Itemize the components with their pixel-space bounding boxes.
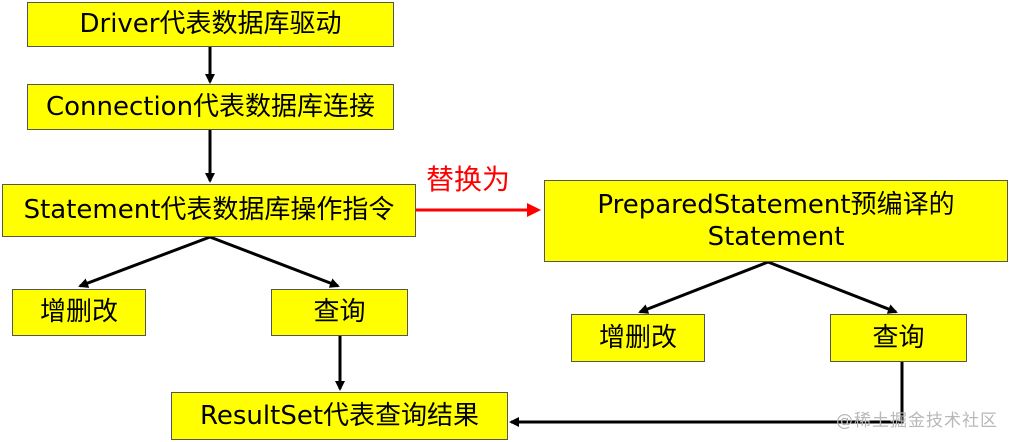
driver-label: Driver代表数据库驱动 <box>79 9 342 40</box>
watermark: @稀土掘金技术社区 <box>836 411 998 431</box>
driver-box: Driver代表数据库驱动 <box>27 2 394 47</box>
query-right-box: 查询 <box>830 314 967 362</box>
query-left-label: 查询 <box>313 297 366 328</box>
resultset-box: ResultSet代表查询结果 <box>171 392 508 440</box>
prepared-statement-box: PreparedStatement预编译的 Statement <box>544 180 1008 262</box>
arrow-statement-to-crud <box>78 235 211 288</box>
query-right-label: 查询 <box>872 322 925 353</box>
crud-right-box: 增删改 <box>571 314 705 362</box>
crud-left-label: 增删改 <box>39 297 118 328</box>
connection-box: Connection代表数据库连接 <box>27 84 394 130</box>
crud-left-box: 增删改 <box>12 289 146 336</box>
arrow-prepared-to-query <box>767 260 898 314</box>
query-left-box: 查询 <box>271 289 408 336</box>
statement-box: Statement代表数据库操作指令 <box>2 184 416 237</box>
connection-label: Connection代表数据库连接 <box>45 91 376 122</box>
crud-right-label: 增删改 <box>598 322 677 353</box>
replace-label: 替换为 <box>426 163 511 196</box>
prepared-label-line2: Statement <box>707 222 845 252</box>
statement-label: Statement代表数据库操作指令 <box>23 195 395 226</box>
resultset-label: ResultSet代表查询结果 <box>199 400 480 431</box>
arrow-statement-to-query <box>209 235 340 288</box>
arrow-query-right-to-resultset <box>509 362 904 427</box>
prepared-label-line1: PreparedStatement预编译的 <box>597 189 955 220</box>
arrow-prepared-to-crud <box>638 260 769 314</box>
